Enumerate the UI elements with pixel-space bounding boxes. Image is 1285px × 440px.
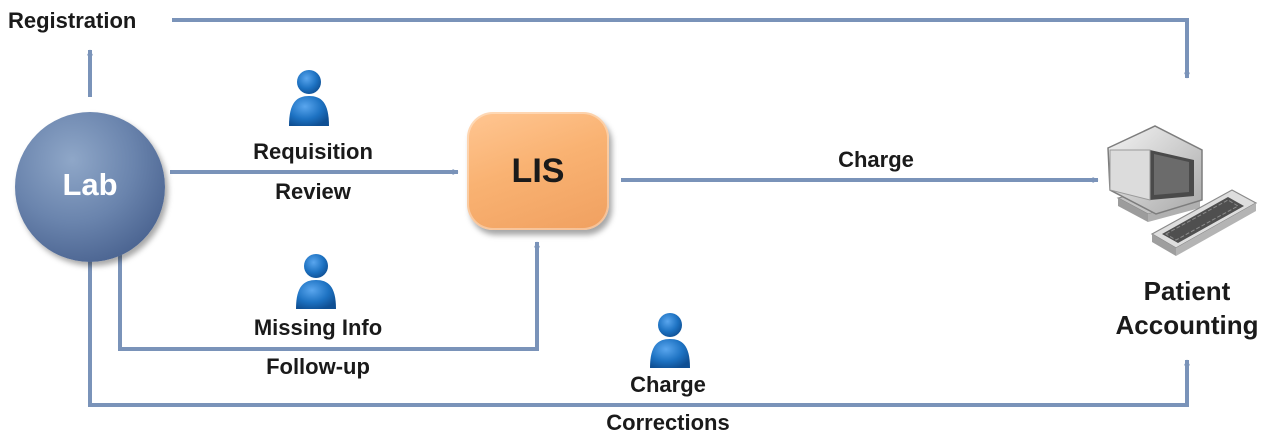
- patient-accounting-label: Patient Accounting: [1116, 274, 1259, 342]
- charge-corrections-arrows: [87, 251, 1190, 407]
- patient-accounting-line-2: Accounting: [1115, 310, 1259, 340]
- person-icon: [289, 70, 329, 126]
- charge-label: Charge: [838, 147, 914, 172]
- charge-corrections-line-2: Corrections: [606, 410, 730, 435]
- registration-arrows: [87, 18, 1190, 97]
- requisition-label: Requisition: [253, 139, 373, 164]
- charge-corrections-line-1: Charge: [630, 372, 706, 397]
- registration-label: Registration: [8, 8, 137, 33]
- person-icon: [296, 254, 336, 309]
- lab-node: Lab: [15, 112, 165, 262]
- missing-info-arrow: [118, 241, 540, 351]
- computer-icon: [1107, 125, 1258, 256]
- lis-label: LIS: [511, 152, 565, 190]
- follow-up-label: Follow-up: [266, 354, 370, 379]
- lab-label: Lab: [62, 167, 118, 202]
- missing-info-label: Missing Info: [253, 315, 383, 340]
- patient-accounting-line-1: Patient: [1143, 276, 1231, 306]
- lis-node: LIS: [467, 112, 609, 230]
- review-label: Review: [275, 179, 351, 204]
- person-icon: [650, 313, 690, 368]
